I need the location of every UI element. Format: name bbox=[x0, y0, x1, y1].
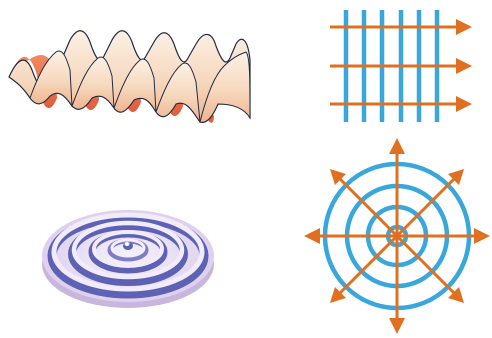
ray-arrowhead bbox=[389, 138, 405, 154]
plane-wave-surface bbox=[9, 31, 250, 123]
ray-arrowhead bbox=[474, 228, 490, 244]
spherical-wave-surface bbox=[42, 210, 214, 308]
plane-wave-fronts bbox=[330, 10, 472, 122]
radial-ray-arrows bbox=[304, 138, 490, 334]
ray-arrowhead bbox=[304, 228, 320, 244]
ray-arrowhead bbox=[389, 318, 405, 334]
spherical-wave-fronts bbox=[304, 138, 490, 334]
ray-arrowhead bbox=[456, 19, 472, 35]
ray-arrowhead bbox=[456, 58, 472, 74]
ripple-center-highlight bbox=[125, 242, 130, 246]
ray-arrowhead bbox=[456, 96, 472, 112]
